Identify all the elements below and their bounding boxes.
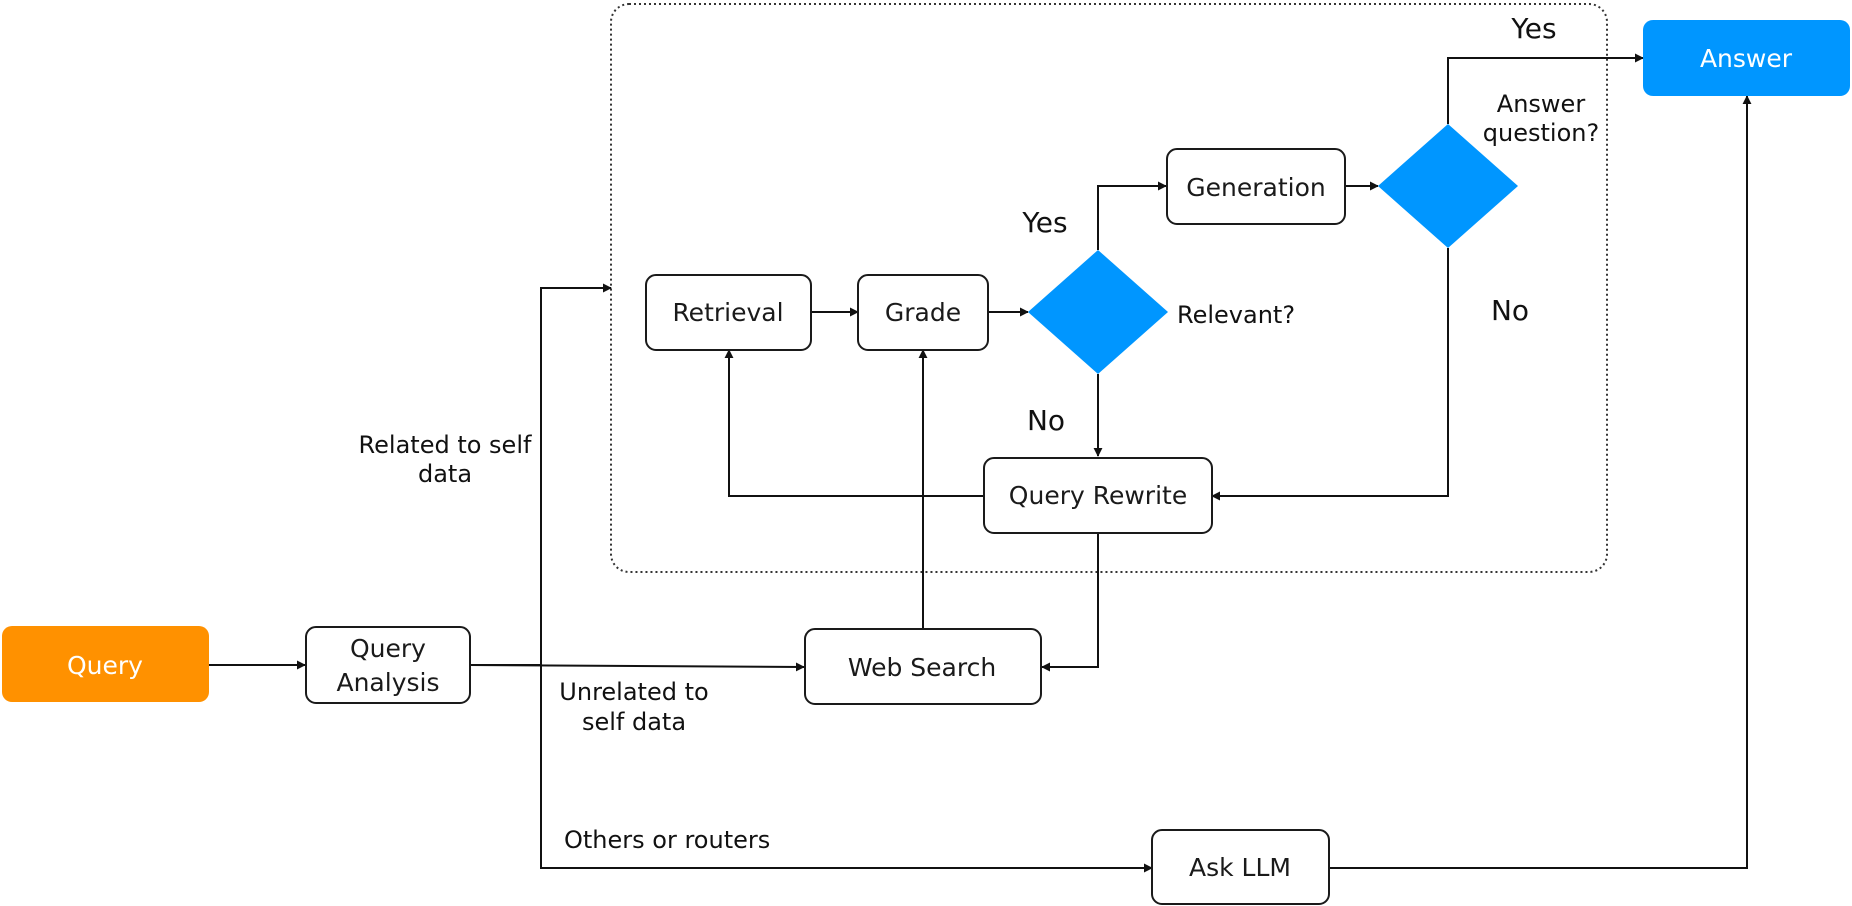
label-unrelated-line1: Unrelated to bbox=[559, 678, 708, 706]
web-search-node[interactable]: Web Search bbox=[804, 628, 1042, 705]
label-no-answer: No bbox=[1491, 294, 1529, 327]
edge-relevant-to-generation bbox=[1097, 181, 1167, 250]
self-rag-container bbox=[610, 3, 1608, 573]
relevant-label: Relevant? bbox=[1177, 301, 1295, 329]
label-related-line2: data bbox=[418, 460, 472, 488]
grade-node[interactable]: Grade bbox=[857, 274, 989, 351]
label-no-relevant: No bbox=[1027, 404, 1065, 437]
edge-analysis-to-container bbox=[470, 283, 612, 666]
ask-llm-label: Ask LLM bbox=[1189, 853, 1291, 882]
query-analysis-label-line2: Analysis bbox=[336, 668, 439, 697]
retrieval-node[interactable]: Retrieval bbox=[645, 274, 812, 351]
retrieval-label: Retrieval bbox=[672, 298, 783, 327]
answer-node[interactable]: Answer bbox=[1643, 20, 1850, 96]
query-analysis-node[interactable]: Query Analysis bbox=[305, 626, 471, 704]
generation-label: Generation bbox=[1186, 173, 1325, 202]
edge-analysis-to-askllm bbox=[540, 665, 1153, 873]
edge-answercheck-to-answer bbox=[1447, 53, 1644, 124]
label-yes-relevant: Yes bbox=[1021, 206, 1067, 239]
web-search-label: Web Search bbox=[848, 653, 996, 682]
answer-node-label: Answer bbox=[1700, 44, 1793, 73]
label-others-routers: Others or routers bbox=[564, 826, 770, 854]
answer-question-decision[interactable] bbox=[1378, 124, 1518, 248]
edge-answercheck-to-rewrite bbox=[1211, 248, 1449, 501]
query-analysis-label-line1: Query bbox=[350, 634, 426, 663]
query-rewrite-label: Query Rewrite bbox=[1009, 481, 1187, 510]
answer-question-label-line2: question? bbox=[1483, 119, 1599, 147]
label-yes-answer: Yes bbox=[1510, 12, 1556, 45]
query-node[interactable]: Query bbox=[2, 626, 209, 702]
query-node-label: Query bbox=[67, 651, 143, 680]
label-unrelated-line2: self data bbox=[582, 708, 686, 736]
relevant-decision[interactable] bbox=[1028, 250, 1168, 374]
query-rewrite-node[interactable]: Query Rewrite bbox=[983, 457, 1213, 534]
edge-rewrite-to-retrieval bbox=[724, 349, 984, 497]
answer-question-label-line1: Answer bbox=[1497, 90, 1586, 118]
edge-rewrite-to-websearch bbox=[1041, 534, 1099, 672]
generation-node[interactable]: Generation bbox=[1166, 148, 1346, 225]
label-related-line1: Related to self bbox=[359, 431, 532, 459]
grade-label: Grade bbox=[885, 298, 961, 327]
edge-askllm-to-answer bbox=[1329, 95, 1752, 869]
ask-llm-node[interactable]: Ask LLM bbox=[1151, 829, 1330, 905]
